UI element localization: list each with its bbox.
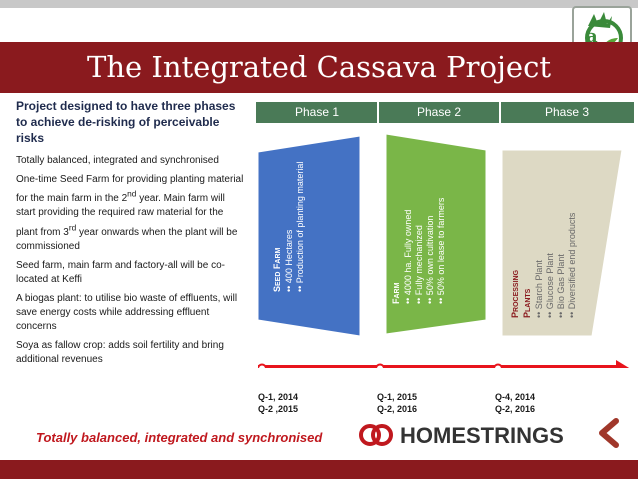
svg-text:a: a <box>586 26 598 47</box>
paragraph-3: Seed farm, main farm and factory-all wil… <box>16 259 225 285</box>
page-title: The Integrated Cassava Project <box>87 50 551 84</box>
back-chevron-icon[interactable] <box>596 418 626 448</box>
timeline-marker <box>258 363 267 368</box>
processing-plants-title: PROCESSING <box>510 269 520 318</box>
farm-bullet: •• Fully mechanized <box>414 225 424 304</box>
timeline-arrow <box>258 360 630 368</box>
paragraph-2-text: One-time Seed Farm for providing plantin… <box>16 174 244 252</box>
seed-farm-title: SEED FARM <box>272 247 282 292</box>
seed-farm-shape <box>257 135 361 337</box>
phase-3-dates: Q-4, 2014 Q-2, 2016 <box>495 391 535 415</box>
paragraph-5: Soya as fallow crop: adds soil fertility… <box>16 339 224 365</box>
brand-name: HOMESTRINGS <box>400 423 564 448</box>
phase-3-start: Q-4, 2014 <box>495 392 536 402</box>
seed-farm-bullet: •• Production of planting material <box>295 161 305 292</box>
phase-2-tab: Phase 2 <box>378 102 500 123</box>
timeline-marker <box>493 363 503 368</box>
bottom-banner <box>0 460 638 479</box>
farm-bullet: •• 4000 ha. Fully owned <box>403 209 413 304</box>
farm-bullet: •• 50% own cultivation <box>425 215 435 304</box>
phase-1-end: Q-2 ,2015 <box>258 404 299 414</box>
phase-1-dates: Q-1, 2014 Q-2 ,2015 <box>258 391 298 415</box>
paragraph-4: A biogas plant: to utilise bio waste of … <box>16 292 238 332</box>
farm-bullet: •• 50% on lease to farmers <box>436 197 446 304</box>
phase-divider <box>377 102 379 123</box>
seed-farm-label: SEED FARM •• 400 Hectares •• Production … <box>272 162 306 292</box>
farm-label: FARM •• 4000 ha. Fully owned •• Fully me… <box>391 198 447 304</box>
intro-text: Project designed to have three phases to… <box>16 99 236 145</box>
phase-1-start: Q-1, 2014 <box>258 392 299 402</box>
footer-tagline: Totally balanced, integrated and synchro… <box>36 430 323 445</box>
paragraph-1: Totally balanced, integrated and synchro… <box>16 155 219 166</box>
processing-bullet: •• Starch Plant <box>534 260 544 318</box>
processing-bullet: •• Bio Gas Plant <box>556 254 566 318</box>
processing-bullet: •• Diversified end products <box>567 212 577 318</box>
phase-2-dates: Q-1, 2015 Q-2, 2016 <box>377 391 417 415</box>
processing-plants-shape <box>501 149 623 337</box>
processing-plants-title-2: PLANTS <box>522 288 532 318</box>
farm-title: FARM <box>391 282 401 304</box>
phase-2-end: Q-2, 2016 <box>377 404 418 414</box>
processing-bullet: •• Glucose Plant <box>545 253 555 318</box>
description-panel: Project designed to have three phases to… <box>16 98 246 372</box>
phase-3-tab: Phase 3 <box>500 102 634 123</box>
farm-shape <box>385 133 487 335</box>
phase-2-start: Q-1, 2015 <box>377 392 418 402</box>
paragraph-2: One-time Seed Farm for providing plantin… <box>16 173 246 254</box>
phase-1-tab: Phase 1 <box>256 102 378 123</box>
seed-farm-bullet: •• 400 Hectares <box>284 229 294 292</box>
timeline-arrowhead <box>616 360 630 368</box>
top-strip <box>0 0 638 8</box>
processing-plants-label: PROCESSING PLANTS •• Starch Plant •• Glu… <box>510 213 578 318</box>
homestrings-knot-icon <box>359 424 393 446</box>
timeline-marker <box>375 363 385 368</box>
title-banner <box>0 42 638 93</box>
timeline-bar <box>258 365 620 368</box>
phase-3-end: Q-2, 2016 <box>495 404 536 414</box>
stages-diagram <box>257 133 623 337</box>
phase-divider <box>499 102 501 123</box>
